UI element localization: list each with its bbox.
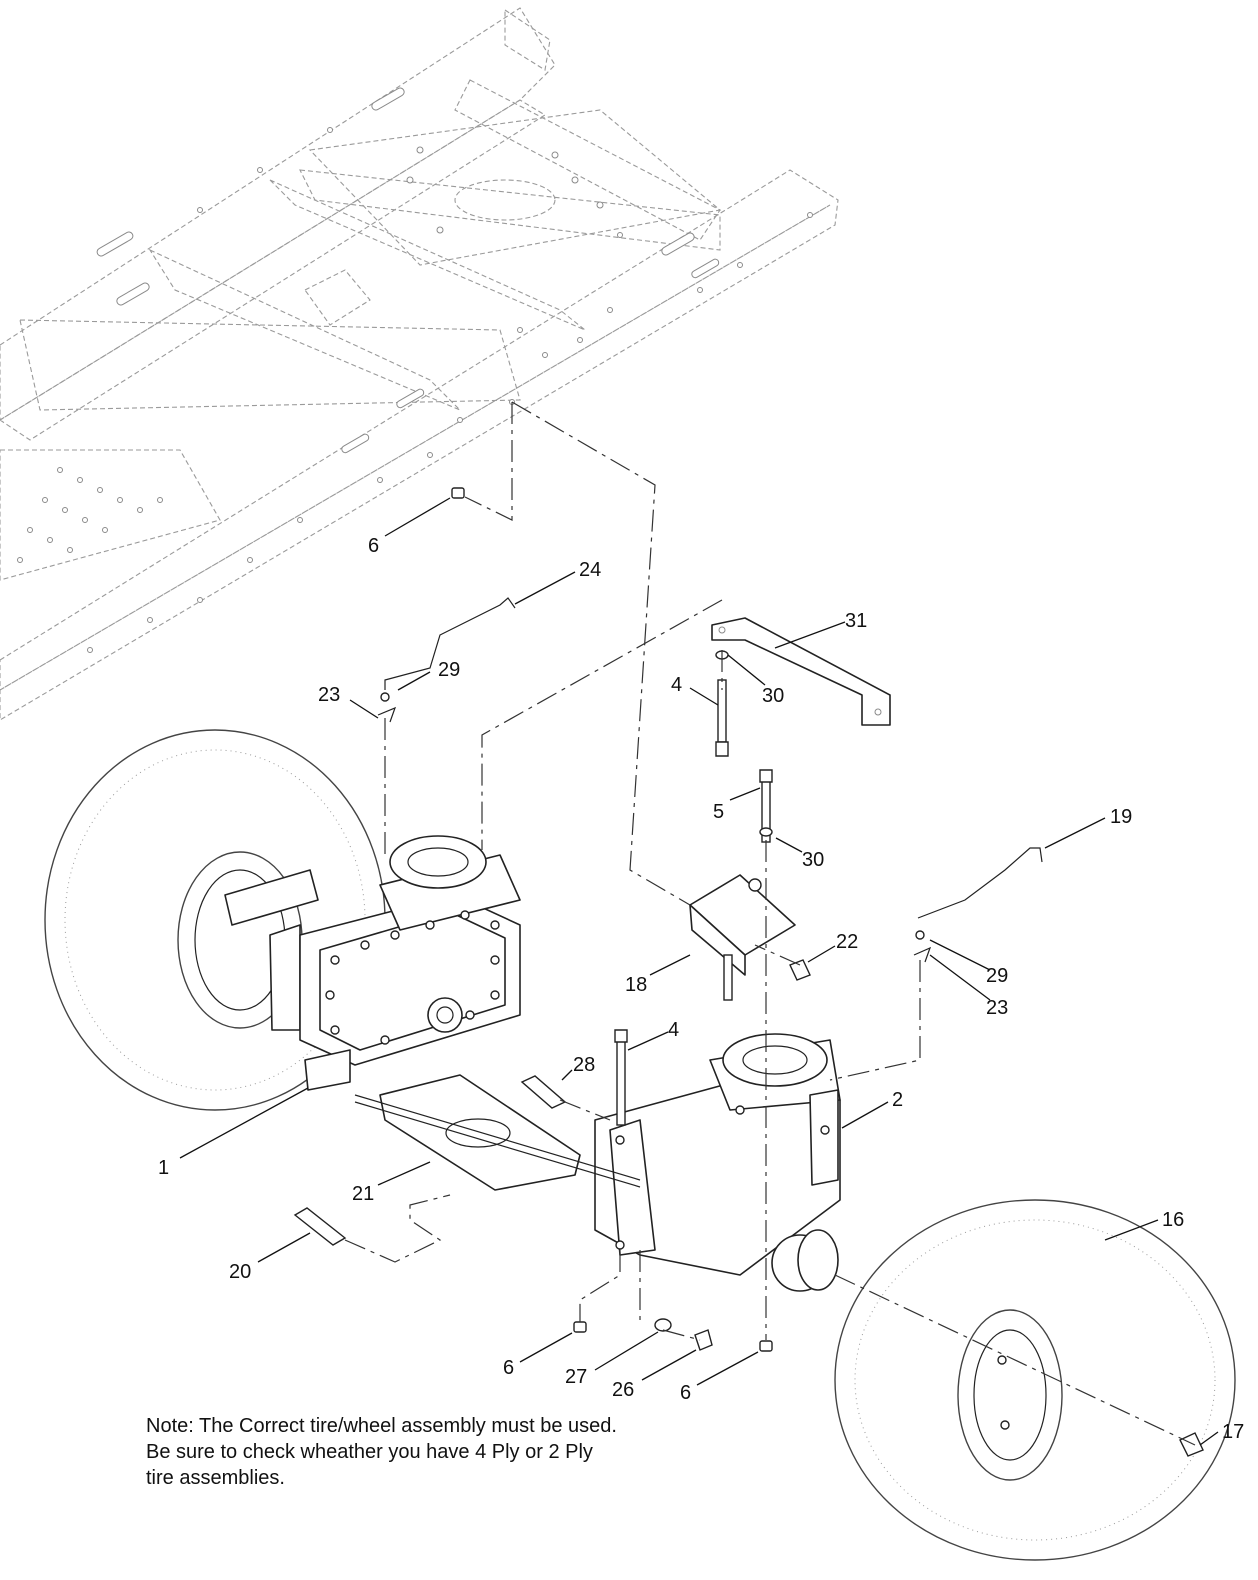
callout-30-lower: 30	[802, 849, 825, 871]
callout-2: 2	[892, 1089, 904, 1111]
note-line-3: tire assemblies.	[146, 1467, 285, 1489]
callout-29-left: 29	[438, 659, 461, 681]
callout-23-right: 23	[986, 997, 1009, 1019]
left-transaxle	[224, 835, 521, 1091]
callout-28: 28	[573, 1054, 596, 1076]
leader-lines	[179, 497, 1219, 1446]
callout-26: 26	[612, 1379, 635, 1401]
callout-5: 5	[713, 801, 725, 823]
callout-18: 18	[625, 974, 648, 996]
callout-23-left: 23	[318, 684, 341, 706]
right-transaxle	[594, 1033, 841, 1292]
right-tire-wheel	[834, 1199, 1236, 1561]
callout-27: 27	[565, 1366, 588, 1388]
callout-30-upper: 30	[762, 685, 785, 707]
callout-20: 20	[229, 1261, 252, 1283]
pump-bracket	[689, 874, 796, 1001]
callout-19: 19	[1110, 806, 1133, 828]
callout-29-right: 29	[986, 965, 1009, 987]
callout-21: 21	[352, 1183, 375, 1205]
callout-24: 24	[579, 559, 602, 581]
note-line-1: Note: The Correct tire/wheel assembly mu…	[146, 1415, 617, 1437]
note-line-2: Be sure to check wheather you have 4 Ply…	[146, 1441, 593, 1463]
callout-22: 22	[836, 931, 859, 953]
callout-16: 16	[1162, 1209, 1185, 1231]
callout-1: 1	[158, 1157, 170, 1179]
shield-plate	[711, 617, 891, 726]
callout-17: 17	[1222, 1421, 1245, 1443]
callout-6-bottom-left: 6	[503, 1357, 515, 1379]
callout-4-upper: 4	[671, 674, 683, 696]
tire-assembly-note: Note: The Correct tire/wheel assembly mu…	[146, 1413, 617, 1491]
transaxle-bracket	[354, 1074, 641, 1191]
assembly-phantom-lines	[344, 401, 1196, 1446]
callout-31: 31	[845, 610, 868, 632]
mower-frame	[0, 7, 839, 721]
hardware	[293, 487, 1204, 1457]
callout-6-bottom-right: 6	[680, 1382, 692, 1404]
callout-6-top: 6	[368, 535, 380, 557]
callout-4-lower: 4	[668, 1019, 680, 1041]
